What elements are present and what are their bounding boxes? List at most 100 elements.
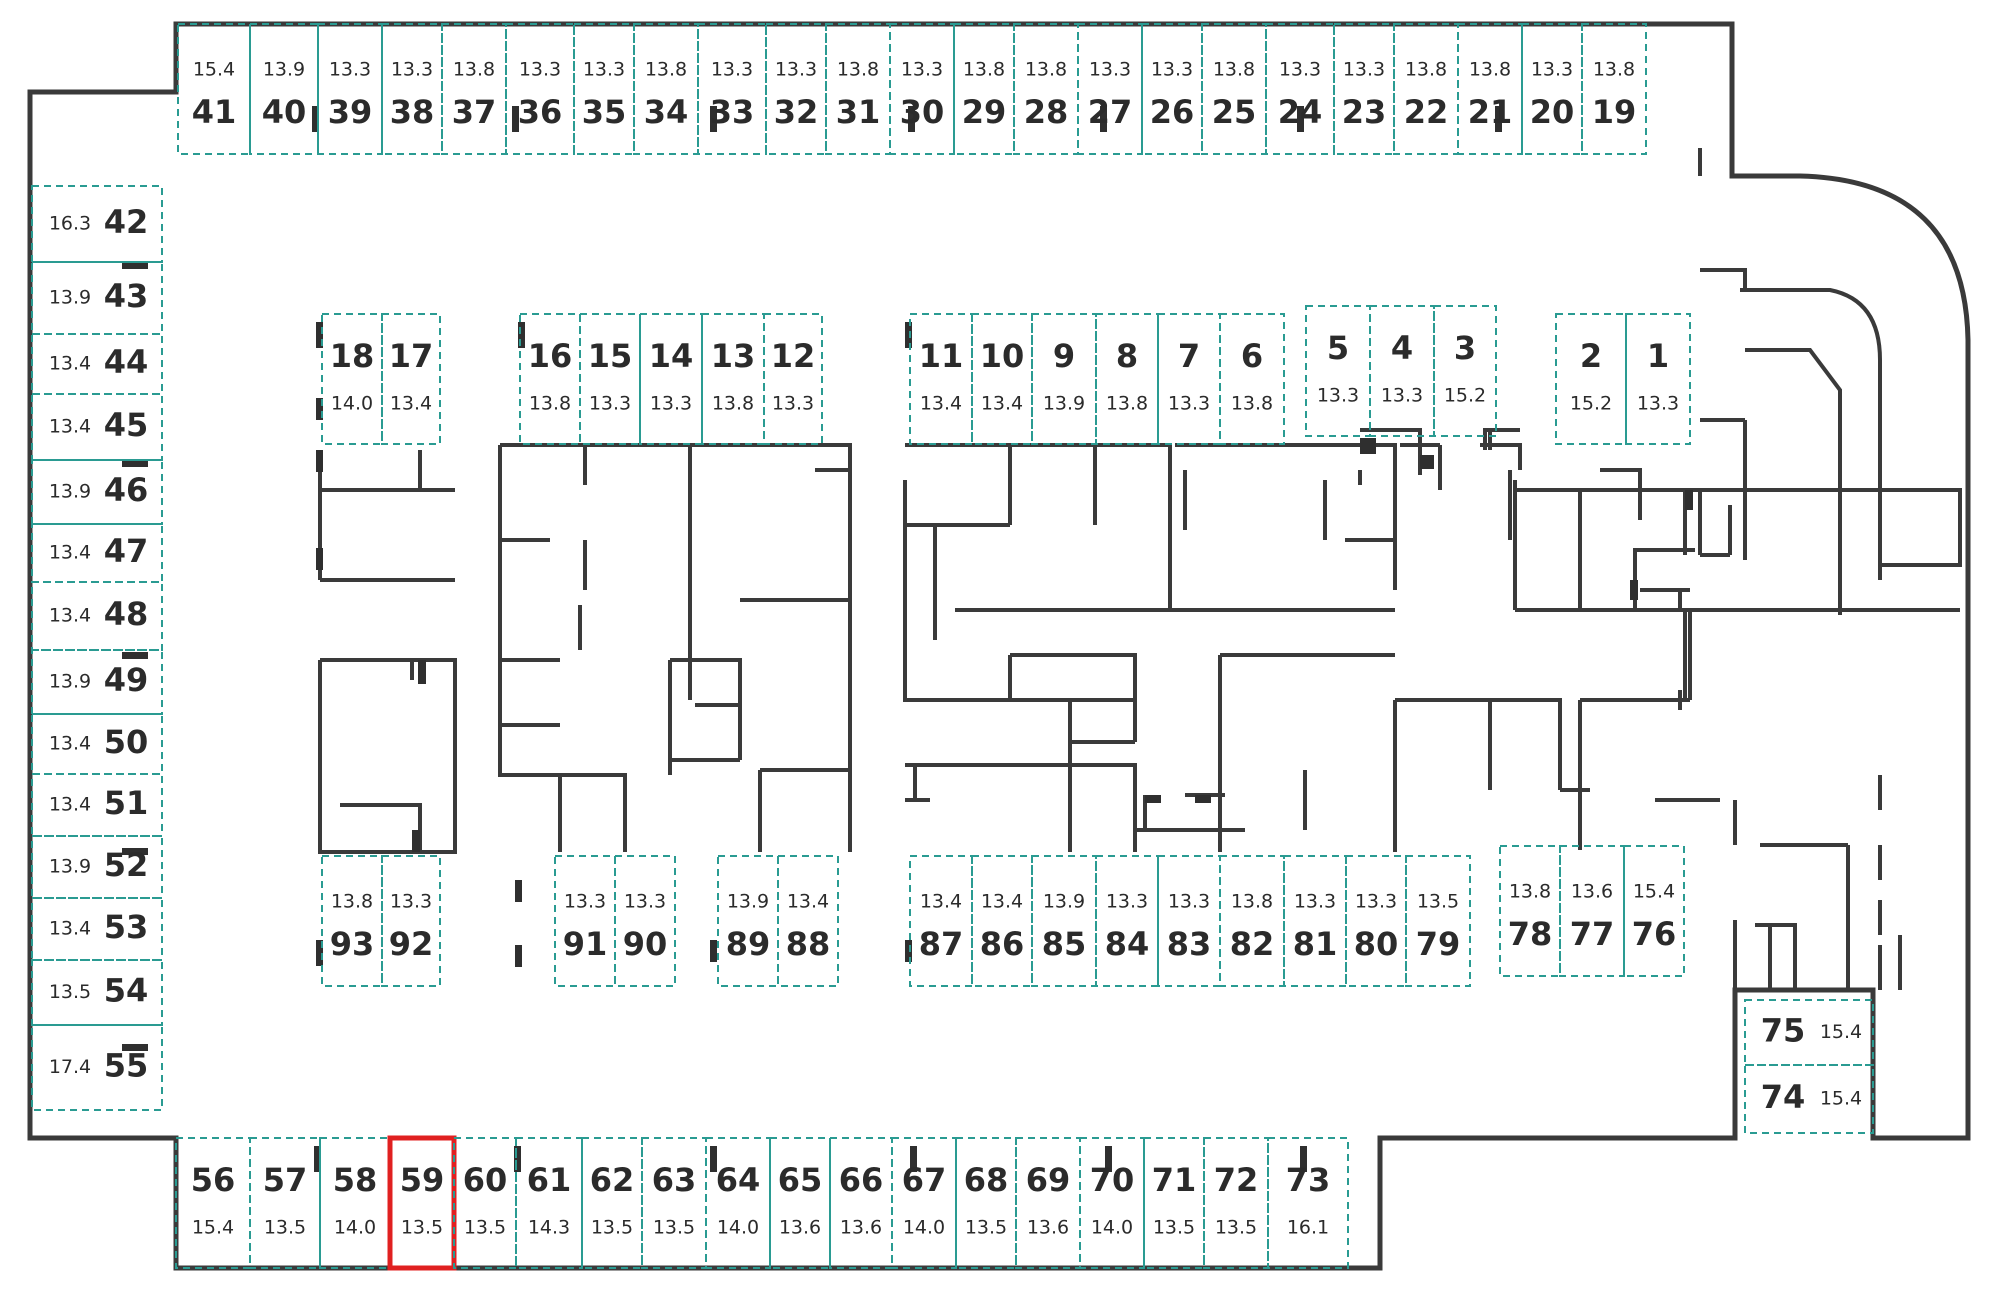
- spot-outline[interactable]: [1345, 855, 1407, 987]
- selected-spot-outline[interactable]: [387, 1135, 457, 1271]
- spot-outline[interactable]: [381, 23, 443, 155]
- spot-outline[interactable]: [519, 313, 581, 445]
- spot-outline[interactable]: [889, 23, 955, 155]
- spot-outline[interactable]: [953, 23, 1015, 155]
- spot-outline[interactable]: [1333, 23, 1395, 155]
- spot-outline[interactable]: [909, 313, 973, 445]
- spot-outline[interactable]: [1265, 23, 1335, 155]
- parking-spot-4[interactable]: 413.3: [1369, 305, 1435, 437]
- spot-outline[interactable]: [175, 1137, 251, 1269]
- spot-outline[interactable]: [249, 23, 319, 155]
- spot-outline[interactable]: [319, 1137, 391, 1269]
- parking-spot-3[interactable]: 315.2: [1433, 305, 1497, 437]
- spot-outline[interactable]: [1581, 23, 1647, 155]
- spot-outline[interactable]: [573, 23, 635, 155]
- spot-outline[interactable]: [1405, 855, 1471, 987]
- parking-spot-6[interactable]: 613.8: [1219, 313, 1285, 445]
- spot-outline[interactable]: [1305, 305, 1371, 437]
- spot-outline[interactable]: [765, 23, 827, 155]
- parking-spot-2[interactable]: 215.2: [1555, 313, 1627, 445]
- spot-outline[interactable]: [829, 1137, 893, 1269]
- spot-outline[interactable]: [971, 313, 1033, 445]
- spot-outline[interactable]: [1393, 23, 1459, 155]
- spot-outline[interactable]: [1521, 23, 1583, 155]
- spot-outline[interactable]: [381, 313, 441, 445]
- spot-outline[interactable]: [1201, 23, 1267, 155]
- spot-outline[interactable]: [971, 855, 1033, 987]
- spot-outline[interactable]: [1031, 313, 1097, 445]
- spot-outline[interactable]: [717, 855, 779, 987]
- spot-outline[interactable]: [1013, 23, 1079, 155]
- spot-outline[interactable]: [763, 313, 823, 445]
- spot-outline[interactable]: [1559, 845, 1625, 977]
- parking-spot-5[interactable]: 513.3: [1305, 305, 1371, 437]
- spot-outline[interactable]: [453, 1137, 517, 1269]
- spot-outline[interactable]: [1015, 1137, 1081, 1269]
- spot-outline[interactable]: [321, 855, 383, 987]
- spot-outline[interactable]: [614, 855, 676, 987]
- spot-outline[interactable]: [909, 855, 973, 987]
- spot-outline[interactable]: [1219, 313, 1285, 445]
- spot-outline[interactable]: [1283, 855, 1347, 987]
- spot-outline[interactable]: [1555, 313, 1627, 445]
- spot-outline[interactable]: [31, 581, 163, 651]
- spot-outline[interactable]: [701, 313, 765, 445]
- spot-outline[interactable]: [1077, 23, 1143, 155]
- spot-outline[interactable]: [1157, 313, 1221, 445]
- spot-outline[interactable]: [1457, 23, 1523, 155]
- spot-outline[interactable]: [641, 1137, 707, 1269]
- spot-outline[interactable]: [1157, 855, 1221, 987]
- spot-outline[interactable]: [1267, 1137, 1349, 1269]
- spot-outline[interactable]: [1031, 855, 1097, 987]
- spot-outline[interactable]: [1744, 1064, 1874, 1134]
- spot-outline[interactable]: [31, 959, 163, 1026]
- spot-outline[interactable]: [1095, 855, 1159, 987]
- spot-outline[interactable]: [1219, 855, 1285, 987]
